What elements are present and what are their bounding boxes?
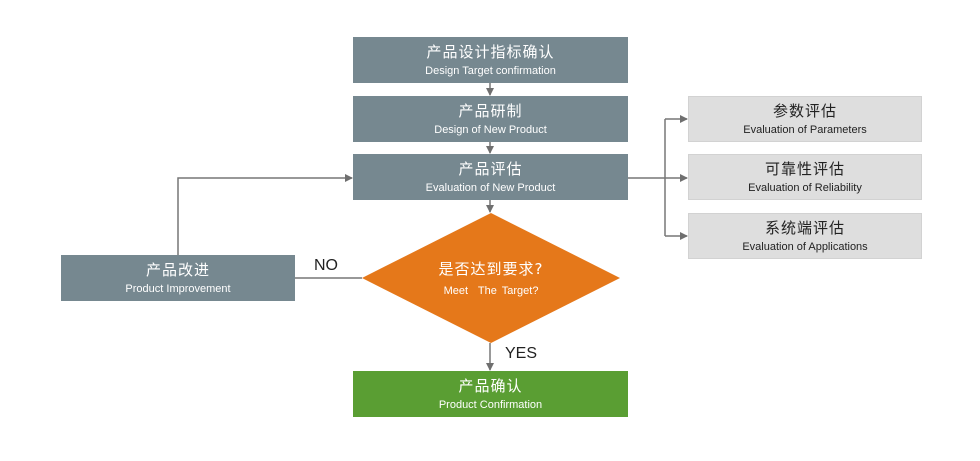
node-design-new-en: Design of New Product [434,123,547,136]
node-evaluation-en: Evaluation of New Product [425,181,556,194]
node-eval-applications-en: Evaluation of Applications [742,240,868,253]
node-design-target: 产品设计指标确认 Design Target confirmation [353,37,628,83]
node-confirmation-zh: 产品确认 [458,376,523,395]
node-confirmation: 产品确认 Product Confirmation [353,371,628,417]
edge-label-no: NO [314,257,338,274]
node-eval-reliability: 可靠性评估 Evaluation of Reliability [688,154,922,200]
node-design-target-zh: 产品设计指标确认 [426,42,555,61]
edge-label-yes: YES [505,345,538,362]
node-design-new-zh: 产品研制 [458,101,523,120]
node-eval-parameters: 参数评估 Evaluation of Parameters [688,96,922,142]
node-evaluation: 产品评估 Evaluation of New Product [353,154,628,200]
decision-en: Meet The Target? [443,284,539,297]
node-design-target-en: Design Target confirmation [425,64,556,77]
node-design-new: 产品研制 Design of New Product [353,96,628,142]
decision-diamond [362,213,620,343]
decision-text: 是否达到要求? Meet The Target? [362,213,620,343]
node-improvement: 产品改进 Product Improvement [61,255,295,301]
node-eval-reliability-en: Evaluation of Reliability [748,181,862,194]
node-eval-reliability-zh: 可靠性评估 [764,159,845,178]
node-improvement-en: Product Improvement [125,282,231,295]
node-eval-parameters-zh: 参数评估 [772,101,837,120]
node-improvement-zh: 产品改进 [145,260,210,279]
node-confirmation-en: Product Confirmation [438,398,543,411]
node-eval-applications-zh: 系统端评估 [764,218,845,237]
node-eval-applications: 系统端评估 Evaluation of Applications [688,213,922,259]
decision-zh: 是否达到要求? [438,259,544,278]
arrow-improvement-to-evaluation [177,174,353,255]
node-eval-parameters-en: Evaluation of Parameters [743,123,867,136]
node-evaluation-zh: 产品评估 [458,159,523,178]
